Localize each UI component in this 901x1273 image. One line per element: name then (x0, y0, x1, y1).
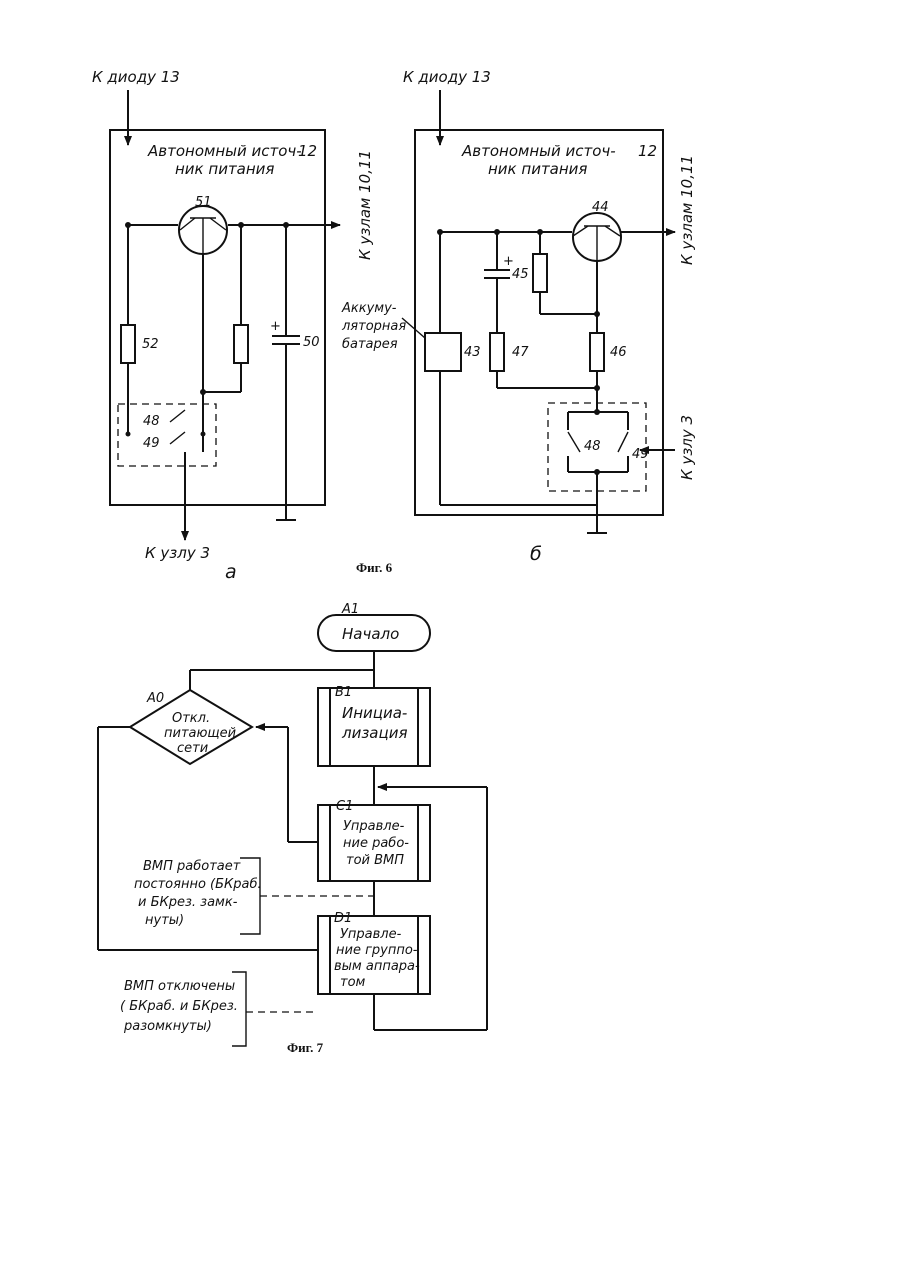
note2-line-3: разомкнуты) (123, 1019, 212, 1034)
note1-line-2: постоянно (БКраб. (134, 877, 262, 892)
fig6-circuit-b: К диоду 13 Автономный источ- ник питания… (341, 68, 696, 565)
fig7-flowchart: А1 Начало В1 Инициа- лизация А0 Откл. пи… (98, 602, 487, 1046)
d1-label-3: вым аппара- (334, 959, 420, 974)
b-resistor-upper (533, 254, 547, 292)
c1-label-1: Управле- (343, 819, 405, 834)
note2-line-2: ( БКраб. и БКрез. (120, 999, 238, 1014)
b-battery-text-2: ляторная (341, 319, 406, 334)
b-output-side: К узлу 3 (678, 415, 696, 480)
b-output-right: К узлам 10,11 (678, 155, 696, 265)
a-output-bottom: К узлу 3 (145, 544, 210, 562)
a-transistor-label: 51 (195, 195, 212, 210)
a-block-title-1: Автономный источ- (147, 142, 302, 160)
b-power-block (415, 130, 663, 515)
b-capacitor-label: 45 (512, 267, 529, 282)
note1-line-3: и БКрез. замк- (138, 895, 238, 910)
b-block-title-1: Автономный источ- (461, 142, 616, 160)
b-battery-43 (425, 333, 461, 371)
d1-label-1: Управле- (340, 927, 402, 942)
b-battery-label: 43 (464, 345, 481, 360)
d1-label-2: ние группо- (336, 943, 418, 958)
a0-label-1: Откл. (172, 711, 210, 726)
c1-label-3: той ВМП (346, 853, 404, 868)
a0-id: А0 (146, 691, 164, 706)
start-label: Начало (342, 625, 399, 643)
a-switch-49: 49 (143, 436, 160, 451)
c1-id: С1 (336, 799, 353, 814)
note2-line-1: ВМП отключены (124, 979, 235, 994)
b-resistor-47-label: 47 (512, 345, 529, 360)
note1-line-4: нуты) (145, 913, 184, 928)
a-resistor-52 (121, 325, 135, 363)
b-figure-label: б (530, 543, 542, 565)
a-block-num: 12 (298, 142, 317, 160)
a-switch-48: 48 (143, 414, 160, 429)
a-capacitor-label: 50 (303, 335, 320, 350)
a-figure-label: а (225, 561, 237, 583)
svg-text:+: + (270, 319, 281, 334)
b1-id: В1 (335, 685, 352, 700)
fig7-caption: Фиг. 7 (287, 1040, 324, 1055)
b-block-num: 12 (638, 142, 657, 160)
fig6-caption: Фиг. 6 (356, 560, 393, 575)
note1-bracket (240, 858, 260, 934)
a-block-title-2: ник питания (175, 160, 274, 178)
note1-line-1: ВМП работает (143, 859, 241, 874)
b-block-title-2: ник питания (488, 160, 587, 178)
b-resistor-46-label: 46 (610, 345, 627, 360)
fig6-circuit-a: К диоду 13 Автономный источ- ник питания… (92, 68, 374, 583)
b-switch-48: 48 (584, 439, 601, 454)
b-resistor-47 (490, 333, 504, 371)
a-output-right: К узлам 10,11 (356, 150, 374, 260)
b-resistor-46 (590, 333, 604, 371)
start-id: А1 (341, 602, 359, 617)
b1-label-1: Инициа- (342, 704, 407, 722)
b1-label-2: лизация (341, 724, 408, 742)
b-input-top-label: К диоду 13 (403, 68, 491, 86)
c1-label-2: ние рабо- (343, 836, 409, 851)
a-input-top-label: К диоду 13 (92, 68, 180, 86)
d1-id: D1 (334, 911, 352, 926)
a-resistor-52-label: 52 (142, 337, 159, 352)
b-battery-text-3: батарея (342, 337, 398, 352)
a0-label-3: сети (177, 741, 208, 756)
b-transistor-label: 44 (592, 200, 609, 215)
a-resistor-right (234, 325, 248, 363)
d1-label-4: том (340, 975, 366, 990)
a0-label-2: питающей (164, 726, 236, 741)
b-battery-text-1: Аккуму- (341, 301, 397, 316)
